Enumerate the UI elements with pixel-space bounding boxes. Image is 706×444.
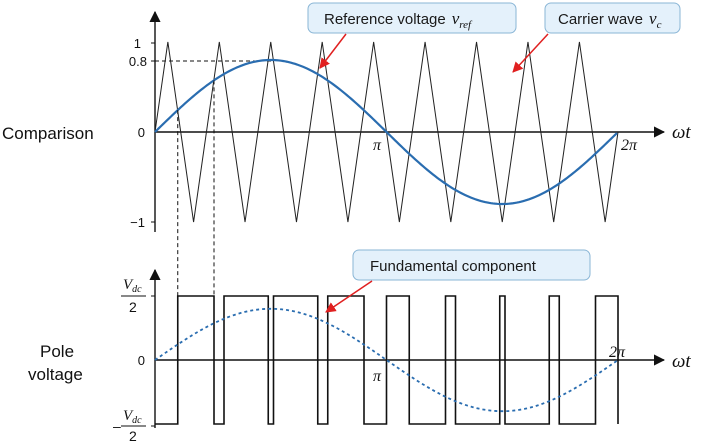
arrow-reference bbox=[319, 33, 347, 69]
top-ytick-0: 0 bbox=[138, 125, 145, 140]
bottom-axis-label: ωt bbox=[672, 351, 691, 372]
reference-voltage-wave bbox=[154, 58, 618, 206]
arrow-carrier bbox=[512, 33, 549, 73]
pole-voltage-pulses bbox=[155, 295, 619, 425]
row-label-pole: Pole bbox=[40, 342, 74, 361]
bottom-ytick-neg-minus: – bbox=[113, 418, 121, 434]
bottom-ytick-pos-den: 2 bbox=[129, 299, 137, 315]
svg-text:Fundamental component: Fundamental component bbox=[370, 258, 537, 275]
top-axis-label: ωt bbox=[672, 122, 691, 143]
top-ytick-m1: −1 bbox=[130, 215, 145, 230]
bottom-ytick-zero: 0 bbox=[138, 353, 145, 368]
top-xtick-pi: π bbox=[373, 137, 382, 154]
top-ytick-08: 0.8 bbox=[129, 54, 147, 69]
top-ytick-1: 1 bbox=[134, 36, 141, 51]
callout-fundamental-component: Fundamental component bbox=[325, 249, 591, 313]
top-xtick-2pi: 2π bbox=[621, 137, 638, 154]
row-label-comparison: Comparison bbox=[2, 124, 94, 143]
bottom-ytick-pos-num: Vdc bbox=[123, 277, 142, 295]
arrow-fundamental bbox=[325, 280, 373, 313]
bottom-ytick-neg-den: 2 bbox=[129, 428, 137, 444]
bottom-ytick-neg-num: Vdc bbox=[123, 408, 142, 426]
row-label-voltage: voltage bbox=[28, 365, 83, 384]
bottom-xtick-pi: π bbox=[373, 368, 382, 385]
